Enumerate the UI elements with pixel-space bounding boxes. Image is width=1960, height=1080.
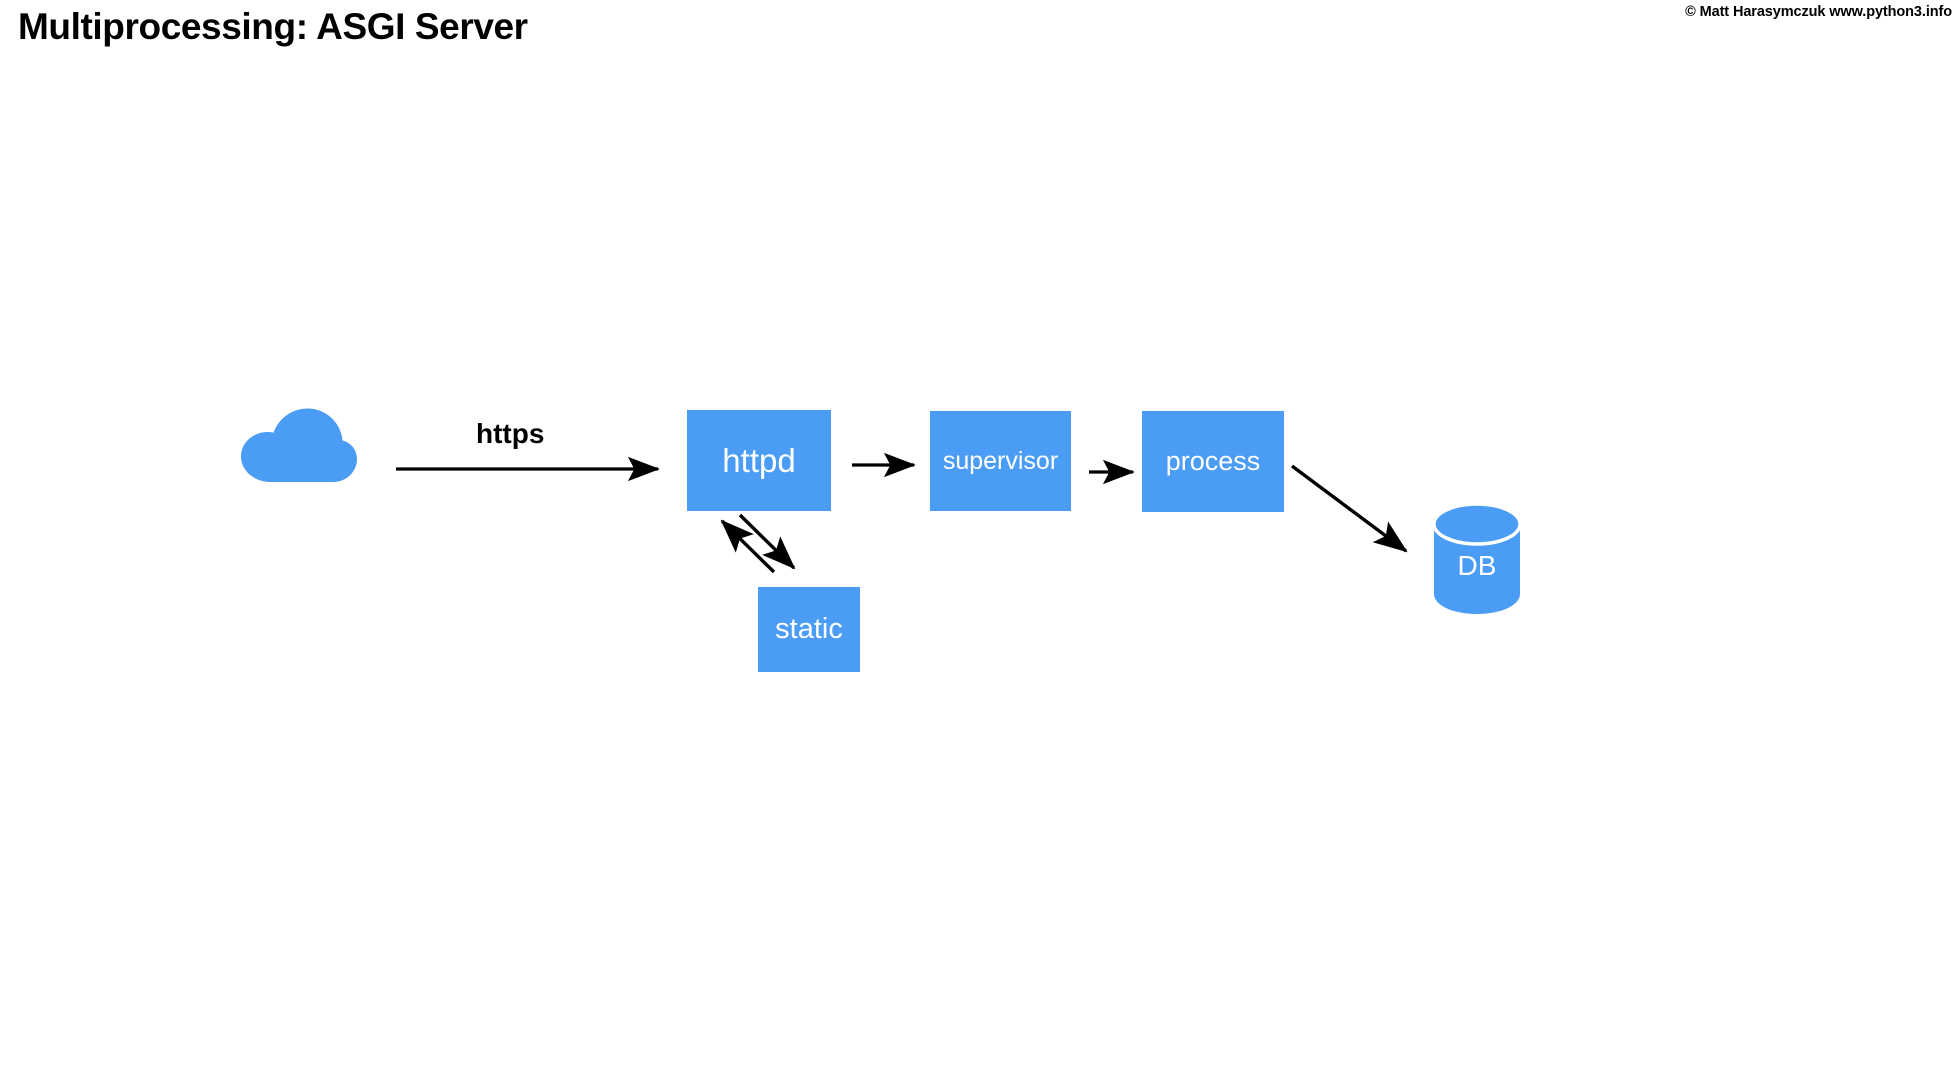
node-httpd[interactable]: httpd xyxy=(687,410,831,511)
edge-process-to-db xyxy=(1290,464,1408,553)
database-icon xyxy=(1432,502,1522,614)
edge-httpd-to-static xyxy=(738,513,796,570)
node-process[interactable]: process xyxy=(1142,411,1284,512)
edge-label-https: https xyxy=(476,418,545,449)
node-cloud[interactable] xyxy=(238,406,360,484)
page-title: Multiprocessing: ASGI Server xyxy=(18,6,528,47)
node-db-label: DB xyxy=(1457,550,1497,581)
copyright-notice: © Matt Harasymczuk www.python3.info xyxy=(1685,4,1952,20)
node-static[interactable]: static xyxy=(758,587,860,672)
node-db[interactable]: DB xyxy=(1432,502,1522,616)
node-supervisor[interactable]: supervisor xyxy=(930,411,1071,511)
node-httpd-label: httpd xyxy=(722,442,796,479)
node-process-label: process xyxy=(1165,446,1261,476)
node-static-label: static xyxy=(775,613,843,645)
cloud-icon xyxy=(241,408,357,482)
node-supervisor-label: supervisor xyxy=(942,446,1059,475)
edge-static-to-httpd xyxy=(720,519,776,574)
